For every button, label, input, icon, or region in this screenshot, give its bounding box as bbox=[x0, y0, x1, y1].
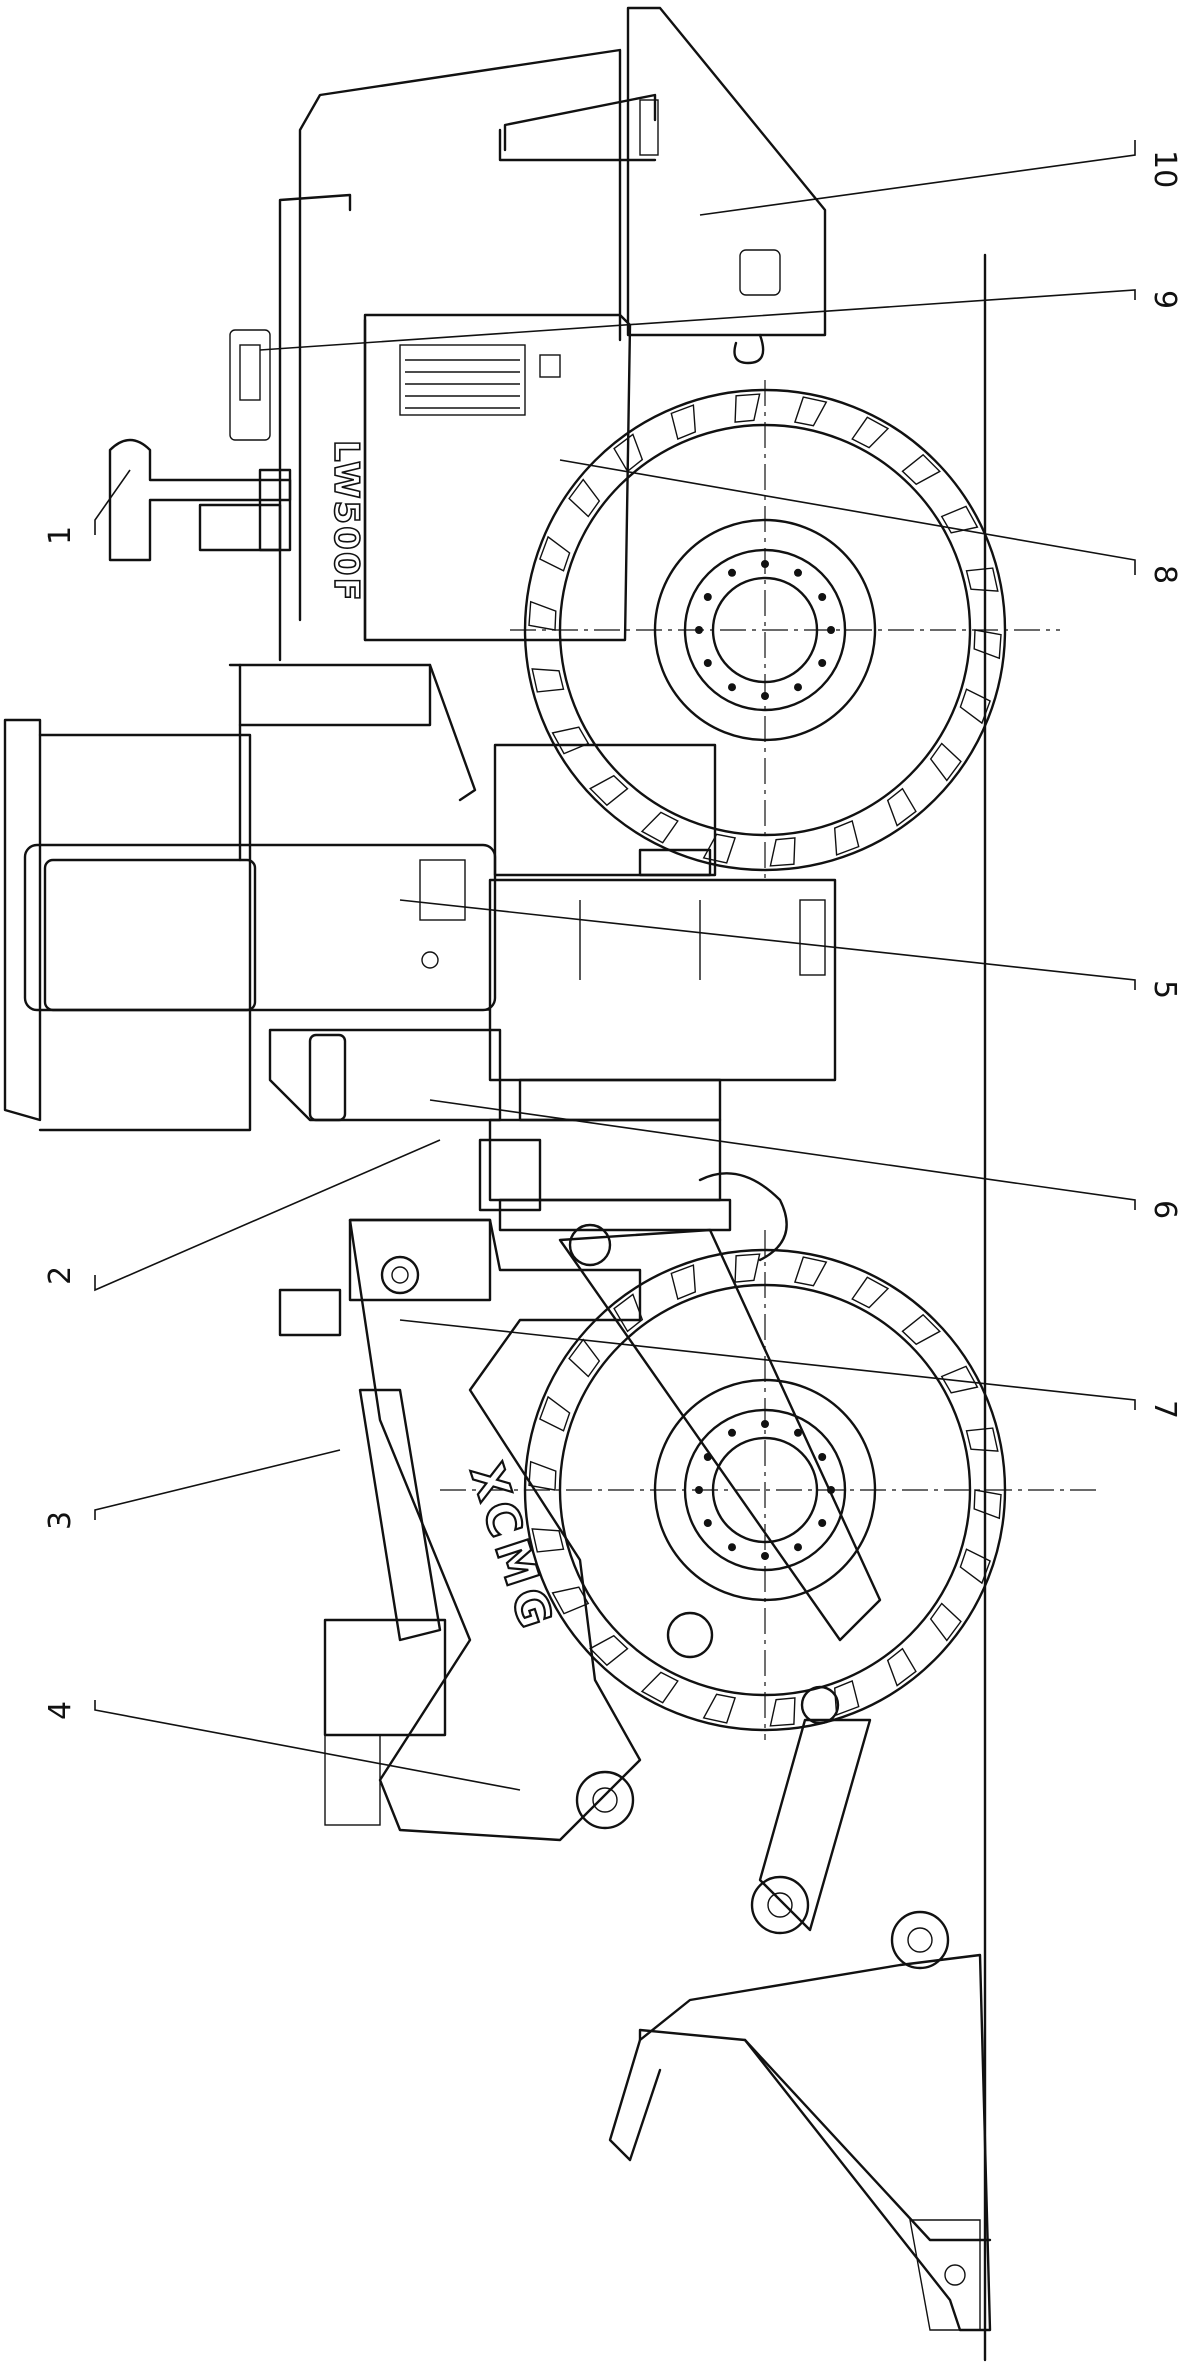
counterweight bbox=[498, 6, 827, 365]
callout-3: 3 bbox=[43, 1511, 78, 1530]
leader-lines bbox=[94, 140, 1136, 1791]
hub-bolt bbox=[794, 1543, 802, 1552]
tread-lug bbox=[940, 1365, 979, 1394]
handrail bbox=[228, 663, 477, 862]
tread-lug bbox=[531, 1528, 565, 1553]
callout-1: 1 bbox=[43, 526, 78, 545]
exhaust-pipe bbox=[108, 438, 292, 562]
bucket-linkage bbox=[575, 1718, 950, 1970]
hub-bolt bbox=[794, 568, 802, 577]
callout-10: 10 bbox=[1147, 150, 1182, 188]
hub-bolt bbox=[728, 1543, 736, 1552]
hub-bolt bbox=[818, 593, 827, 601]
tread-lug bbox=[734, 1253, 761, 1283]
tread-lug bbox=[702, 833, 737, 864]
tread-lug bbox=[551, 726, 590, 755]
callout-5: 5 bbox=[1147, 980, 1182, 999]
callout-9: 9 bbox=[1147, 290, 1182, 309]
tread-lug bbox=[640, 1671, 679, 1704]
tread-lug bbox=[973, 629, 1002, 660]
callout-4: 4 bbox=[43, 1701, 78, 1720]
tread-lug bbox=[886, 1647, 917, 1687]
tread-lug bbox=[613, 433, 644, 473]
tread-lug bbox=[886, 787, 917, 827]
tread-lug bbox=[589, 774, 629, 807]
tread-lug bbox=[734, 393, 761, 423]
hub-bolt bbox=[827, 626, 835, 634]
tread-lug bbox=[959, 688, 991, 725]
tread-lug bbox=[851, 1276, 890, 1309]
callouts: 1 2 3 4 5 6 7 8 9 10 bbox=[43, 150, 1182, 1720]
hub-bolt bbox=[728, 683, 736, 692]
tread-lug bbox=[965, 1427, 999, 1452]
hub-bolt bbox=[728, 1428, 736, 1437]
tread-lug bbox=[613, 1293, 644, 1333]
tread-lug bbox=[670, 1264, 697, 1300]
hood-vent-grille bbox=[399, 344, 526, 416]
tread-lug bbox=[528, 600, 557, 631]
tread-lug bbox=[929, 742, 962, 782]
engine-hood: LW500F bbox=[229, 48, 632, 662]
hub-bolt bbox=[728, 568, 736, 577]
hub-bolt bbox=[818, 1453, 827, 1461]
tread-lug bbox=[702, 1693, 737, 1724]
callout-7: 7 bbox=[1147, 1400, 1182, 1419]
tread-lug bbox=[793, 396, 828, 427]
hub-bolt bbox=[818, 1519, 827, 1527]
bucket bbox=[608, 1953, 992, 2332]
tread-lug bbox=[851, 416, 890, 449]
hub-bolt bbox=[794, 1428, 802, 1437]
tread-lug bbox=[551, 1586, 590, 1615]
hub-bolt bbox=[818, 659, 827, 667]
tread-lug bbox=[528, 1460, 557, 1491]
tread-lug bbox=[568, 478, 601, 518]
tread-lug bbox=[965, 567, 999, 592]
brand-label: XCMG bbox=[460, 1457, 565, 1640]
tread-lug bbox=[929, 1602, 962, 1642]
callout-2: 2 bbox=[43, 1266, 78, 1285]
lift-cylinder bbox=[558, 1172, 882, 1725]
tread-lug bbox=[901, 1313, 941, 1346]
hub-bolt bbox=[703, 659, 712, 667]
hub-bolt bbox=[794, 683, 802, 692]
tread-lug bbox=[959, 1548, 991, 1585]
boom-arm: XCMG bbox=[278, 1218, 642, 1842]
callout-8: 8 bbox=[1147, 565, 1182, 584]
tilt-cylinder bbox=[323, 1388, 447, 1826]
tread-lug bbox=[833, 1680, 860, 1716]
tread-lug bbox=[539, 1395, 571, 1432]
tread-lug bbox=[769, 837, 796, 867]
hub-bolt bbox=[703, 1519, 712, 1527]
tread-lug bbox=[769, 1697, 796, 1727]
operator-cab bbox=[3, 718, 502, 1132]
tread-lug bbox=[670, 404, 697, 440]
tread-lug bbox=[833, 820, 860, 856]
model-label: LW500F bbox=[326, 440, 366, 603]
tread-lug bbox=[901, 453, 941, 486]
callout-6: 6 bbox=[1147, 1200, 1182, 1219]
hub-bolt bbox=[703, 593, 712, 601]
tread-lug bbox=[640, 811, 679, 844]
tread-lug bbox=[539, 535, 571, 572]
tread-lug bbox=[973, 1489, 1002, 1520]
tread-lug bbox=[531, 668, 565, 693]
main-frame bbox=[478, 743, 837, 1232]
tread-lug bbox=[793, 1256, 828, 1287]
